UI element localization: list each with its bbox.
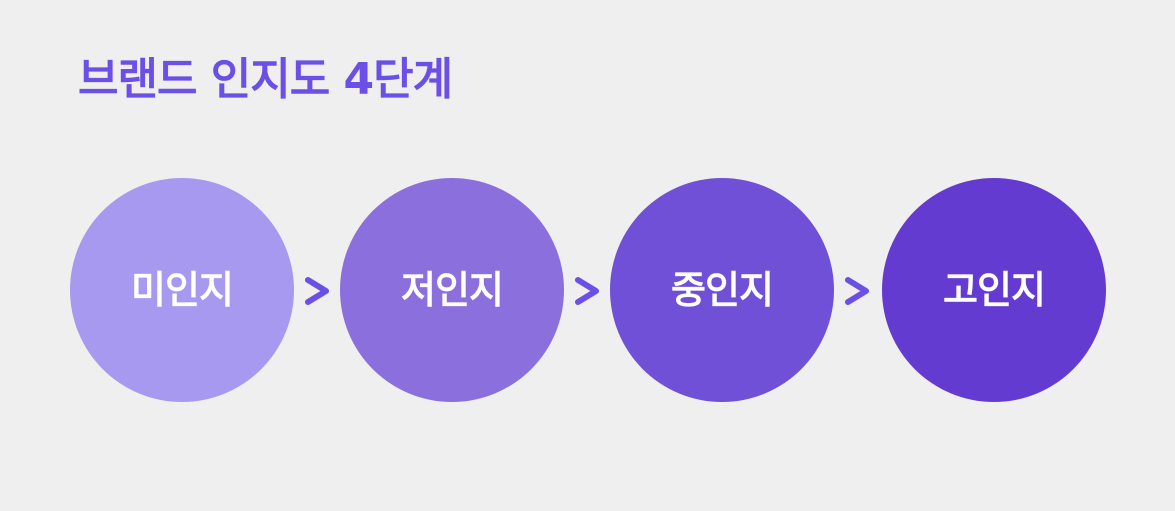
stage-label: 저인지 xyxy=(401,268,504,312)
stage-circle-high-awareness: 고인지 xyxy=(882,178,1106,402)
chevron-right-icon xyxy=(844,276,872,306)
stage-circle-medium-awareness: 중인지 xyxy=(610,178,834,402)
stage-label: 고인지 xyxy=(943,268,1046,312)
chevron-right-icon xyxy=(574,276,602,306)
stage-label: 미인지 xyxy=(131,268,234,312)
stage-label: 중인지 xyxy=(671,268,774,312)
stage-circle-unaware: 미인지 xyxy=(70,178,294,402)
stage-circle-low-awareness: 저인지 xyxy=(340,178,564,402)
chevron-right-icon xyxy=(304,276,332,306)
page-title: 브랜드 인지도 4단계 xyxy=(78,54,453,105)
